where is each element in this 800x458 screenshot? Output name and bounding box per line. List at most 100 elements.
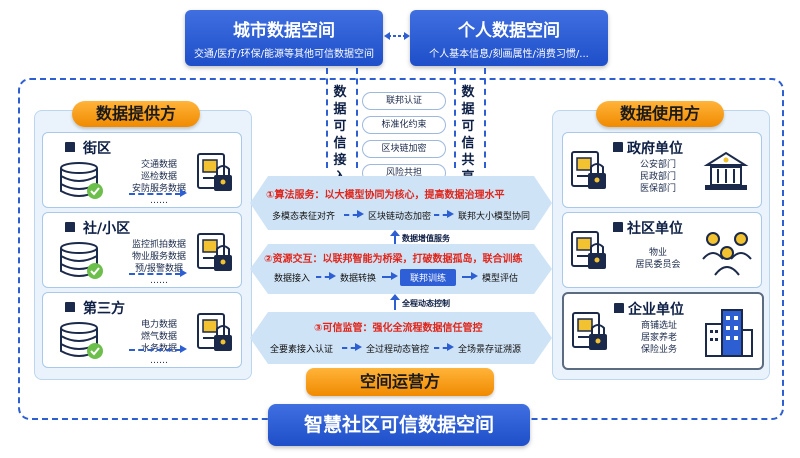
arrow-head: [447, 343, 454, 351]
consumer-card: 企业单位 商铺选址居家养老保险业务: [562, 292, 764, 370]
consumer-card: 社区单位 物业居民委员会: [562, 212, 762, 288]
provider-card-title: 社/小区: [83, 221, 131, 237]
secure-document-icon: [571, 231, 606, 269]
people-group-icon: [702, 232, 752, 276]
consumer-item: 公安部门: [639, 160, 676, 170]
provider-data-list: 交通数据 巡检数据 安防服务数据 ……: [123, 159, 195, 207]
data-item: 电力数据: [140, 320, 177, 330]
database-icon: [60, 322, 103, 359]
secure-document-icon: [197, 313, 232, 351]
step-data-conversion: 数据转换: [340, 274, 377, 284]
band-resource-title: ②资源交互：以联邦智能为桥梁，打破数据孤岛，联合训练: [264, 254, 523, 265]
band-supervision-title: ③可信监管：强化全流程数据信任管控: [314, 323, 483, 334]
step-model-evaluation: 模型评估: [482, 274, 519, 284]
step-full-access-auth: 全要素接入认证: [270, 345, 334, 355]
arrow-head: [357, 210, 364, 218]
data-item: 安防服务数据: [131, 184, 186, 194]
consumer-header: 数据使用方: [596, 101, 724, 127]
consumer-item: 物业: [648, 248, 667, 258]
step-blockchain-encryption: 区块链动态加密: [368, 212, 432, 222]
access-channel-label: 数据可信接入: [333, 85, 347, 185]
arrow-head: [391, 272, 398, 280]
provider-card: 社/小区 监控抓拍数据 物业服务数据 预/报警数据 ……: [42, 212, 242, 288]
secure-document-icon: [572, 312, 607, 350]
bidirectional-arrow-icon: [384, 32, 410, 40]
consumer-card-title: 社区单位: [627, 221, 683, 237]
arrow-line: [344, 214, 358, 216]
step-model-collaboration: 联邦大小模型协同: [458, 212, 531, 222]
provider-data-list: 监控抓拍数据 物业服务数据 预/报警数据 ……: [123, 239, 195, 287]
arrow-head: [447, 210, 454, 218]
consumer-item-list: 物业居民委员会: [621, 247, 695, 271]
up-arrow-icon: [390, 230, 400, 244]
access-channel: [326, 68, 358, 168]
arrow-head: [329, 272, 336, 280]
data-item: 预/报警数据: [134, 264, 184, 274]
data-item: 监控抓拍数据: [131, 240, 186, 250]
personal-data-space-title: 个人数据空间: [458, 21, 560, 41]
share-channel-label: 数据可信共享: [461, 85, 475, 185]
arrow-head: [471, 272, 478, 280]
consumer-item: 保险业务: [640, 345, 677, 355]
step-evidence-trace: 全场景存证溯源: [458, 345, 522, 355]
arrow-line: [129, 273, 181, 275]
arrow-line: [316, 276, 330, 278]
consumer-item: 医保部门: [639, 184, 676, 194]
data-item-more: ……: [150, 196, 168, 206]
consumer-item-list: 公安部门民政部门医保部门: [621, 159, 695, 195]
arrow-line: [434, 214, 448, 216]
operator-bar: 空间运营方: [306, 368, 494, 396]
secure-document-icon: [571, 151, 606, 189]
arrow-line: [342, 347, 356, 349]
data-item-more: ……: [150, 276, 168, 286]
consumer-item-list: 商铺选址居家养老保险业务: [622, 320, 696, 356]
step-multimodal-alignment: 多模态表征对齐: [272, 212, 336, 222]
footer-title: 智慧社区可信数据空间: [268, 404, 530, 446]
arrow-line: [382, 276, 392, 278]
consumer-item: 商铺选址: [640, 321, 677, 331]
share-channel: [454, 68, 486, 168]
provider-card: 第三方 电力数据 燃气数据 水务数据 ……: [42, 292, 242, 368]
data-item: 交通数据: [140, 160, 177, 170]
provider-card-title: 第三方: [83, 301, 125, 317]
arrow-head: [355, 343, 362, 351]
consumer-item: 居民委员会: [635, 260, 681, 270]
band-algorithm-arrow: [250, 176, 552, 230]
band-algorithm-title: ①算法服务：以大模型协同为核心，提高数据治理水平: [266, 190, 505, 201]
pill-blockchain-encryption: 区块链加密: [362, 140, 446, 158]
consumer-card-title: 政府单位: [627, 141, 683, 157]
up-arrow-icon: [390, 294, 400, 310]
pill-standard-constraint: 标准化约束: [362, 116, 446, 134]
arrow-line: [129, 349, 181, 351]
dynamic-control-label: 全程动态控制: [402, 299, 450, 308]
personal-data-space-subtitle: 个人基本信息/刻画属性/消费习惯/...: [429, 49, 589, 60]
provider-header: 数据提供方: [72, 101, 200, 127]
city-data-space-title: 城市数据空间: [233, 21, 335, 41]
city-data-space-box: 城市数据空间 交通/医疗/环保/能源等其他可信数据空间: [185, 10, 383, 66]
pill-federated-auth: 联邦认证: [362, 92, 446, 110]
secure-document-icon: [197, 153, 232, 191]
provider-card-title: 街区: [83, 141, 111, 157]
arrow-line: [129, 193, 181, 195]
consumer-item: 民政部门: [639, 172, 676, 182]
provider-card: 街区 交通数据 巡检数据 安防服务数据 ……: [42, 132, 242, 208]
data-item: 巡检数据: [140, 172, 177, 182]
value-added-service-label: 数据增值服务: [402, 234, 450, 243]
arrow-line: [462, 276, 472, 278]
arrow-head: [180, 345, 187, 353]
band-supervision-arrow: [250, 312, 552, 364]
arrow-head: [180, 269, 187, 277]
step-data-access: 数据接入: [274, 274, 311, 284]
consumer-card: 政府单位 公安部门民政部门医保部门: [562, 132, 762, 208]
step-dynamic-control: 全过程动态管控: [366, 345, 430, 355]
building-icon: [65, 302, 75, 312]
database-icon: [60, 162, 103, 199]
data-item: 物业服务数据: [131, 252, 186, 262]
data-item: 燃气数据: [140, 332, 177, 342]
government-building-icon: [703, 151, 749, 190]
arrow-line: [434, 347, 448, 349]
building-icon: [613, 142, 623, 152]
building-icon: [614, 303, 624, 313]
city-data-space-subtitle: 交通/医疗/环保/能源等其他可信数据空间: [193, 49, 375, 60]
step-federated-training: 联邦训练: [400, 269, 457, 286]
